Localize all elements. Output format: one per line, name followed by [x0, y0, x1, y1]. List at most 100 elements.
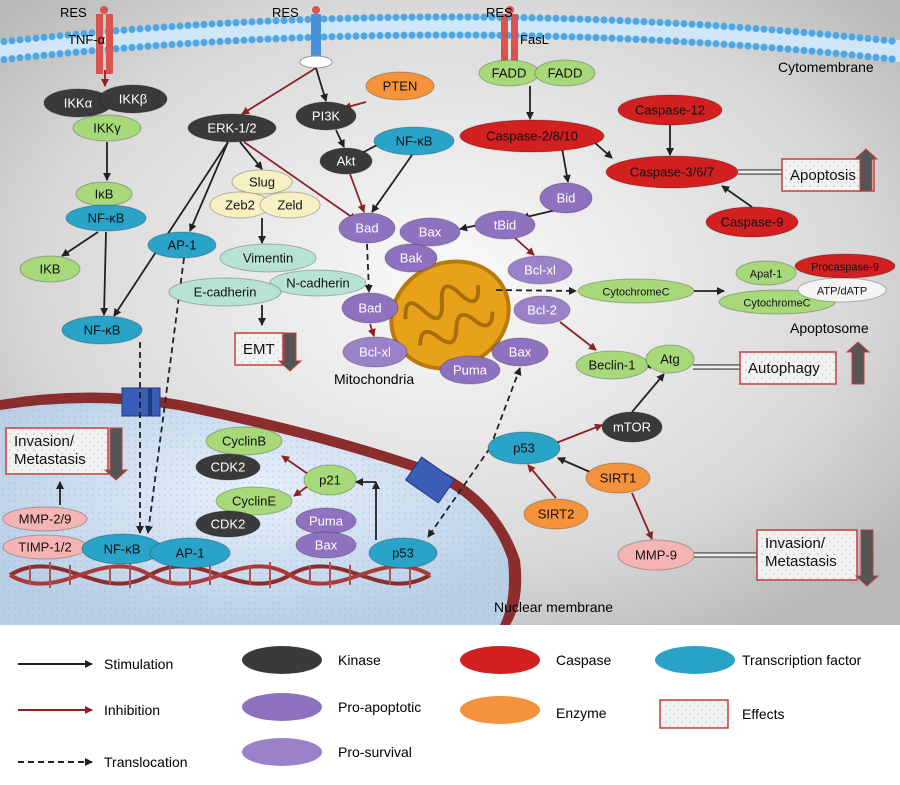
legend-caspase-swatch: [460, 646, 540, 674]
node-atg: [645, 344, 695, 374]
node-label-zeld: Zeld: [277, 198, 302, 213]
effect-label-autophagy: Autophagy: [748, 360, 820, 377]
node-label-ikka: IKKα: [64, 96, 93, 111]
node-bad-bottom: [341, 292, 399, 324]
cytomembrane-beads: [0, 13, 896, 64]
label-fasl: FasL: [520, 32, 549, 47]
edge-inhibition-29: [559, 321, 597, 351]
edge-stimulation-24: [593, 141, 613, 159]
node-label-apaf1: Apaf-1: [750, 269, 782, 281]
node-bclxl-right: [507, 255, 573, 285]
node-cyclinb: [205, 426, 283, 456]
label-mitochondria: Mitochondria: [334, 371, 414, 387]
node-label-bax-top: Bax: [419, 225, 442, 240]
effect-label-emt: EMT: [243, 341, 275, 358]
edge-inhibition-35: [631, 492, 653, 540]
effect-label-apoptosis: Apoptosis: [790, 167, 856, 184]
edge-stimulation-11: [371, 154, 413, 213]
node-ikkb: [98, 84, 168, 114]
node-label-cycline: CyclinE: [232, 494, 276, 509]
node-zeld: [259, 191, 321, 219]
legend-pro-survival-swatch: [242, 738, 322, 766]
effect-label-invasion-right-line1: Metastasis: [765, 553, 837, 570]
edge-inhibition-5: [241, 67, 317, 115]
legend-enzyme: Enzyme: [556, 705, 607, 721]
edge-stimulation-22: [459, 223, 479, 232]
node-label-p53-nuc: p53: [392, 546, 414, 561]
edge-inhibition-34: [527, 464, 557, 499]
effect-arrow-up-autophagy: [845, 341, 871, 385]
node-ncadherin: [269, 269, 367, 297]
node-bax-top: [399, 217, 461, 247]
label-res-middle: RES: [272, 5, 299, 20]
edge-inhibition-13: [243, 141, 357, 221]
node-pten: [365, 71, 435, 101]
node-label-p21: p21: [319, 473, 341, 488]
node-nfkb-mid: [61, 315, 143, 345]
node-label-puma-mid: Puma: [453, 363, 488, 378]
node-label-bax-mid: Bax: [509, 345, 532, 360]
legend-enzyme-swatch: [460, 696, 540, 724]
node-label-bcl2: Bcl-2: [527, 303, 557, 318]
node-label-cytc: CytochromeC: [602, 287, 669, 299]
node-label-p53-mid: p53: [513, 441, 535, 456]
legend-pro-survival: Pro-survival: [338, 744, 412, 760]
label-res-right: RES: [486, 5, 513, 20]
label-nuclear-membrane: Nuclear membrane: [494, 599, 613, 615]
node-bad-top: [338, 212, 396, 244]
node-label-ikkb: IKKβ: [119, 92, 147, 107]
node-label-pten: PTEN: [383, 79, 418, 94]
node-nfkb-upper: [65, 204, 147, 232]
edge-inhibition-43: [293, 485, 309, 497]
edge-translocation-38: [489, 367, 522, 449]
node-label-ikb-upper: IκB: [95, 187, 114, 202]
node-label-fadd1: FADD: [492, 66, 527, 81]
node-label-casp367: Caspase-3/6/7: [630, 165, 715, 180]
edge-translocation-17: [364, 243, 373, 293]
node-ikkg: [72, 114, 142, 142]
node-label-tbid: tBid: [494, 218, 516, 233]
node-mtor: [601, 411, 663, 443]
node-label-sirt2: SIRT2: [538, 507, 575, 522]
effect-label-invasion-top-line1: Metastasis: [14, 451, 86, 468]
legend-pro-apoptotic-swatch: [242, 693, 322, 721]
node-label-ncadherin: N-cadherin: [286, 276, 350, 291]
node-label-procasp9: Procaspase-9: [811, 262, 879, 274]
node-p53-mid: [487, 431, 561, 465]
node-label-bad-bottom: Bad: [358, 301, 381, 316]
legend-transcription-factor-swatch: [655, 646, 735, 674]
legend-effects: Effects: [742, 706, 785, 722]
node-puma-mid: [439, 355, 501, 385]
node-casp367: [605, 155, 739, 189]
effect-arrow-down-emt: [277, 332, 303, 372]
node-label-bid: Bid: [557, 191, 576, 206]
node-label-ecadherin: E-cadherin: [194, 285, 257, 300]
edge-layer: [56, 67, 792, 563]
edge-inhibition-23: [514, 237, 535, 256]
edge-inhibition-42: [281, 455, 309, 475]
node-label-mmp9: MMP-9: [635, 548, 677, 563]
effect-label-invasion-right-line0: Invasion/: [765, 535, 826, 552]
node-mmp9: [617, 539, 695, 571]
node-ecadherin: [168, 277, 282, 307]
node-vimentin: [219, 243, 317, 273]
node-label-ap1-nuc: AP-1: [176, 546, 205, 561]
node-label-bak: Bak: [400, 251, 423, 266]
label-res-left: RES: [60, 5, 87, 20]
legend-inhibition: Inhibition: [104, 702, 160, 718]
node-label-ikkg: IKKγ: [93, 121, 121, 136]
edge-stimulation-33: [557, 457, 591, 473]
edge-inhibition-9: [349, 173, 366, 213]
edge-stimulation-2: [61, 231, 99, 257]
node-label-bad-top: Bad: [355, 221, 378, 236]
node-bcl2: [513, 295, 571, 325]
node-label-mtor: mTOR: [613, 420, 651, 435]
node-ap1-nuc: [149, 537, 231, 569]
node-label-nfkb-upper: NF-κB: [88, 211, 125, 226]
node-procasp9: [794, 253, 896, 279]
node-fadd2: [534, 59, 596, 87]
node-slug: [231, 169, 293, 195]
node-cdk2-bottom: [195, 510, 261, 538]
